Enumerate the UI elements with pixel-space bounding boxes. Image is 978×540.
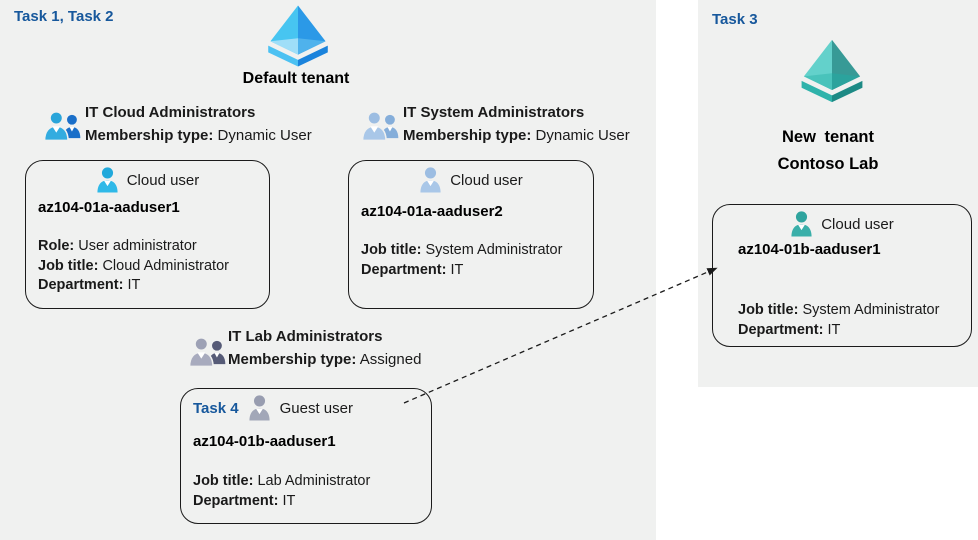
card-fields: Job title: System Administrator Departme… [738,301,939,340]
field-department: Department: IT [738,321,841,338]
card-header: Cloud user [349,166,593,194]
card-header: Cloud user [713,210,971,238]
card-username: az104-01a-aaduser2 [361,203,503,220]
field-department: Department: IT [361,261,464,278]
field-department: Department: IT [193,492,296,509]
user-type-label: Cloud user [821,215,894,233]
card-username: az104-01a-aaduser1 [38,199,180,216]
card-guest-user: Task 4 Guest user az104-01b-aaduser1 Job… [180,388,432,524]
task-3-label: Task 3 [712,11,758,28]
membership-type-line: Membership type: Assigned [228,351,422,368]
people-group-icon [188,337,226,368]
field-job-title: Job title: System Administrator [738,302,940,318]
membership-type-line: Membership type: Dynamic User [85,127,312,144]
card-cloud-user-1: Cloud user az104-01a-aaduser1 Role: User… [25,160,270,309]
group-icon-system-admins [361,110,400,149]
user-type-label: Cloud user [450,171,523,189]
card-username: az104-01b-aaduser1 [193,433,336,450]
group-system-admins: IT System Administrators Membership type… [403,104,630,144]
azure-ad-diamond-teal-icon [801,39,863,103]
field-department: Department: IT [38,277,141,293]
card-cloud-user-2: Cloud user az104-01a-aaduser2 Job title:… [348,160,594,309]
group-title: IT Cloud Administrators [85,104,256,121]
azure-ad-icon [260,4,336,68]
user-type-label: Guest user [279,399,353,417]
group-lab-admins: IT Lab Administrators Membership type: A… [228,328,421,368]
user-type-label: Cloud user [126,171,200,189]
membership-type-line: Membership type: Dynamic User [403,127,630,144]
people-group-icon [361,111,399,142]
card-fields: Job title: System Administrator Departme… [361,241,562,280]
card-header: Task 4 Guest user [181,394,431,422]
card-fields: Role: User administrator Job title: Clou… [38,237,229,296]
cloud-user-icon [791,211,812,237]
field-job-title: Job title: System Administrator [361,242,563,258]
group-title: IT System Administrators [403,104,585,121]
card-header: Cloud user [26,166,269,194]
card-username: az104-01b-aaduser1 [738,241,881,258]
task-4-label: Task 4 [193,399,239,417]
new-tenant-line2: Contoso Lab [777,155,879,173]
azure-ad-icon-new-tenant [794,38,870,104]
cloud-user-icon [420,167,441,193]
group-icon-cloud-admins [43,110,82,149]
field-job-title: Job title: Cloud Administrator [38,257,229,274]
group-icon-lab-admins [188,336,227,375]
card-new-tenant-cloud-user: Cloud user az104-01b-aaduser1 Job title:… [712,204,972,347]
field-role: Role: User administrator [38,238,197,254]
group-cloud-admins: IT Cloud Administrators Membership type:… [85,104,312,144]
people-group-icon [43,111,81,142]
default-tenant-label: Default tenant [242,70,350,87]
field-job-title: Job title: Lab Administrator [193,473,371,489]
new-tenant-label: New tenant Contoso Lab [748,124,908,178]
new-tenant-line1: New tenant [781,128,874,146]
guest-user-icon [249,395,270,421]
cloud-user-icon [97,167,118,193]
azure-ad-diamond-blue-icon [268,5,328,67]
group-title: IT Lab Administrators [228,328,383,345]
task-1-2-label: Task 1, Task 2 [14,8,114,25]
card-fields: Job title: Lab Administrator Department:… [193,472,370,511]
